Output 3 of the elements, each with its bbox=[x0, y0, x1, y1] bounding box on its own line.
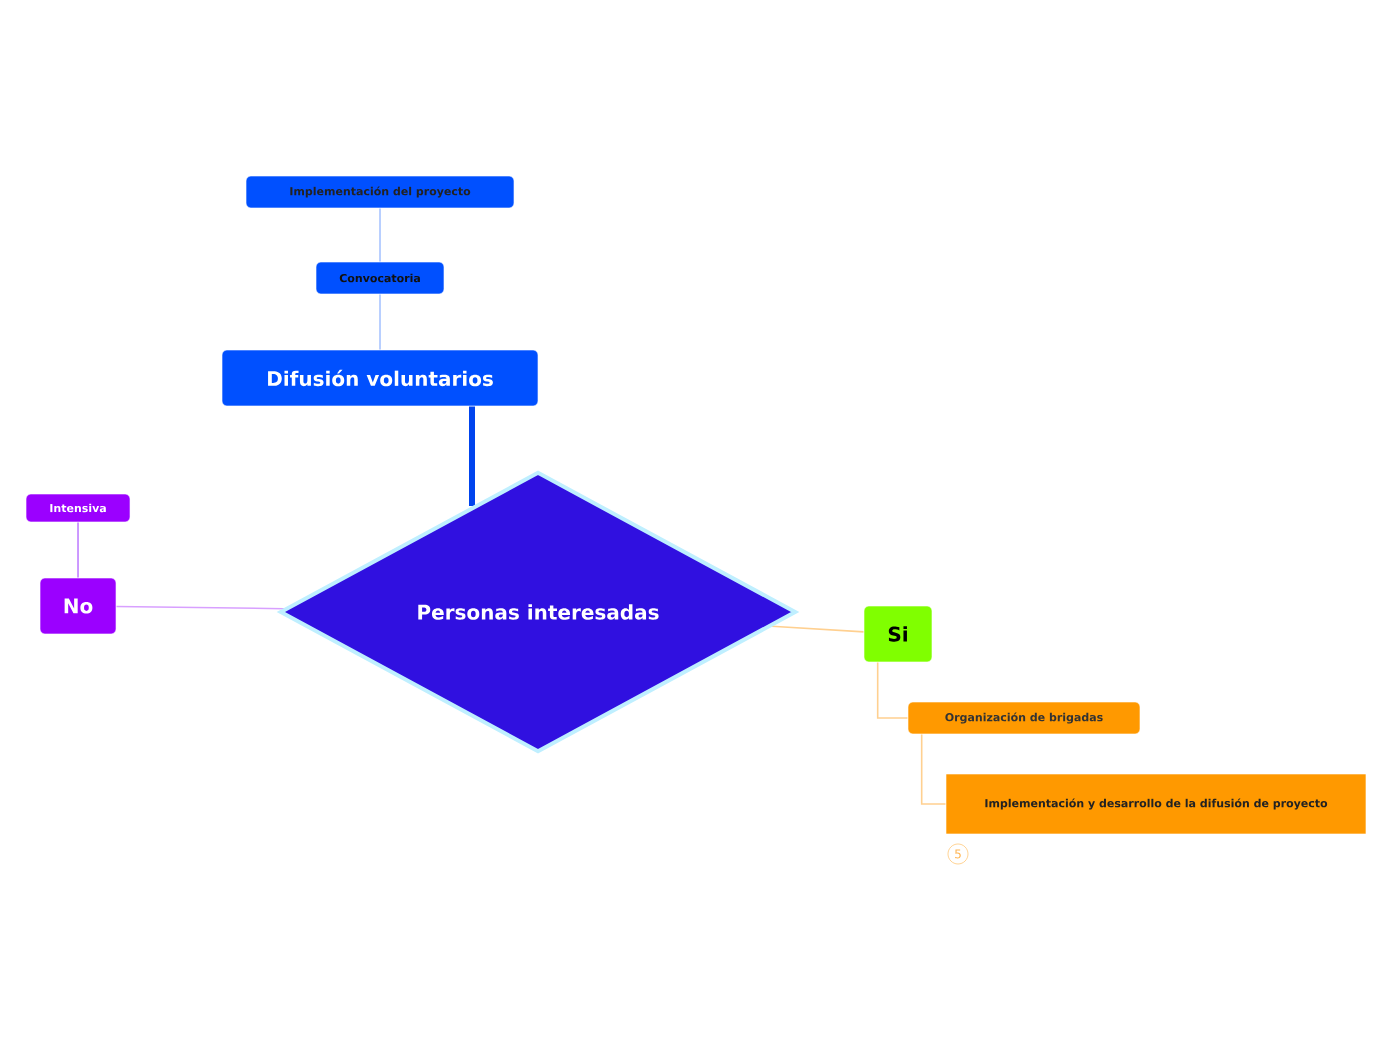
topic-box: Difusión voluntarios bbox=[221, 349, 539, 407]
topic-box: No bbox=[39, 577, 117, 635]
topic-box: Si bbox=[863, 605, 933, 663]
